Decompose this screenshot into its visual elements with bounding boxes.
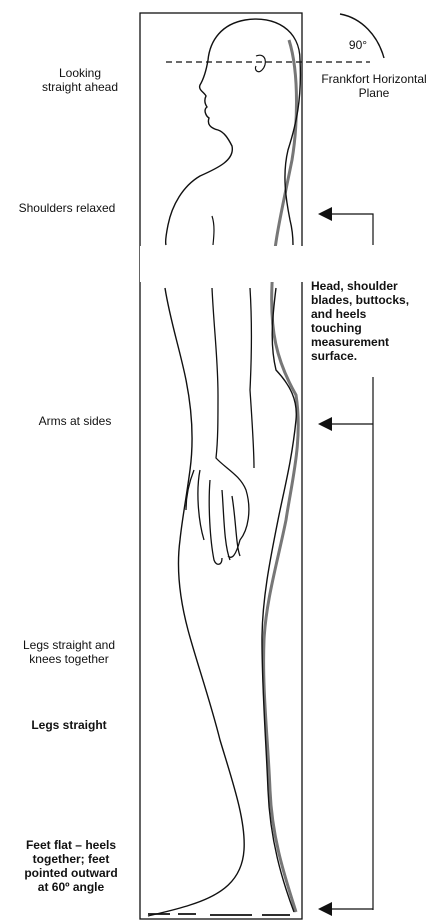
arm-back-outline: [250, 288, 254, 468]
measurement-board: [140, 13, 302, 919]
label-plane: Frankfort Horizontal Plane: [312, 72, 436, 100]
gap-band: [140, 246, 440, 282]
arrow-buttocks: [318, 417, 332, 431]
note-measurement-surface: Head, shoulder blades, buttocks, and hee…: [311, 279, 421, 363]
label-legs-straight: Legs straight: [14, 718, 124, 732]
label-shoulders: Shoulders relaxed: [2, 201, 132, 215]
arm-outline: [212, 288, 249, 557]
ear: [255, 55, 265, 71]
label-feet: Feet flat – heels together; feet pointed…: [16, 838, 126, 894]
hand-fingers: [186, 470, 240, 564]
label-angle: 90°: [338, 38, 378, 52]
arrow-shoulders: [318, 207, 332, 221]
body-outline-front-lower: [148, 288, 244, 916]
body-outline-upper: [166, 19, 300, 245]
label-legs-knees: Legs straight and knees together: [4, 638, 134, 666]
body-outline-back-lower: [262, 288, 296, 912]
arrow-heels: [318, 902, 332, 916]
arrow-shoulders-line: [332, 214, 373, 245]
back-contact-line: [264, 40, 299, 912]
feet-outline: [148, 914, 290, 915]
shoulder-arm-line: [212, 216, 214, 245]
label-arms: Arms at sides: [20, 414, 130, 428]
label-looking: Looking straight ahead: [20, 66, 140, 94]
